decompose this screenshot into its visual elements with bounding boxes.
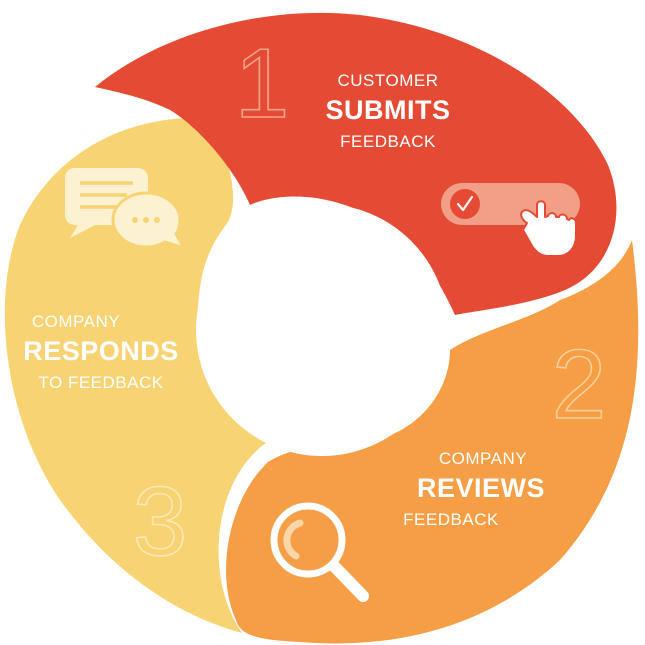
segment-responds xyxy=(4,117,270,633)
step-3-line2: RESPONDS xyxy=(23,336,179,366)
step-2-line1: COMPANY xyxy=(439,449,527,468)
center-hole xyxy=(196,204,448,456)
segment-reviews xyxy=(226,240,639,644)
magnifier-icon xyxy=(270,502,369,602)
step-2-line2: REVIEWS xyxy=(417,473,545,503)
step-3-line1: COMPANY xyxy=(32,312,120,331)
step-3-number: 3 xyxy=(133,466,188,576)
segment-submits xyxy=(95,12,617,315)
chat-bubbles-icon xyxy=(65,168,188,251)
step-3-line3: TO FEEDBACK xyxy=(38,373,163,392)
step-1-line3: FEEDBACK xyxy=(340,132,436,151)
step-1-number: 1 xyxy=(235,28,290,138)
step-1-line1: CUSTOMER xyxy=(338,71,439,90)
step-1-line2: SUBMITS xyxy=(326,95,451,125)
step-2-line3: FEEDBACK xyxy=(403,510,499,529)
step-2-number: 2 xyxy=(552,329,607,439)
toggle-hand-icon xyxy=(441,183,580,257)
